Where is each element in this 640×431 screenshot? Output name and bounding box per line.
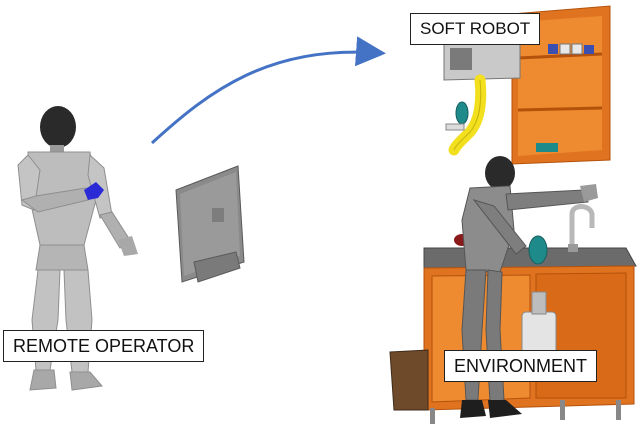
remote-operator-label: REMOTE OPERATOR (3, 330, 205, 362)
teleoperation-arrow (150, 36, 386, 145)
soft-robot-arm (445, 74, 487, 156)
remote-operator-figure (17, 106, 138, 391)
environment-label: ENVIRONMENT (444, 350, 598, 382)
upper-cabinet (443, 5, 611, 165)
kitchen-counter (423, 204, 637, 424)
trash-bin (389, 349, 429, 411)
monitor (175, 165, 245, 283)
soft-robot-label: SOFT ROBOT (410, 13, 541, 45)
